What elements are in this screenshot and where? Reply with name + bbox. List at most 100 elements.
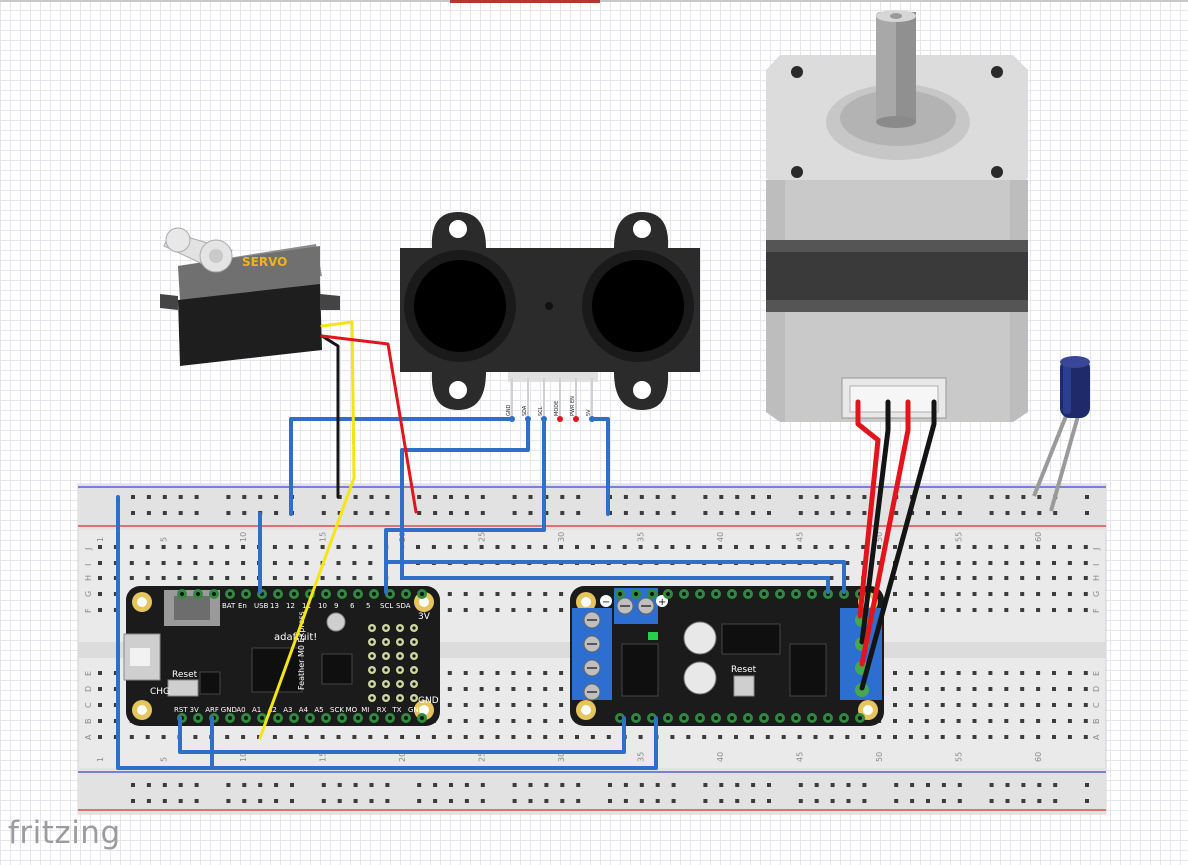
breadboard-hole[interactable]	[988, 719, 993, 723]
breadboard-hole[interactable]	[1020, 561, 1025, 565]
rail-hole[interactable]	[1037, 783, 1042, 787]
rail-hole[interactable]	[353, 783, 358, 787]
rail-hole[interactable]	[655, 783, 660, 787]
rail-hole[interactable]	[735, 783, 740, 787]
rail-hole[interactable]	[242, 799, 247, 803]
rail-hole[interactable]	[178, 799, 183, 803]
breadboard-hole[interactable]	[145, 545, 150, 549]
breadboard-hole[interactable]	[463, 545, 468, 549]
rail-hole[interactable]	[1005, 511, 1010, 515]
breadboard-hole[interactable]	[495, 703, 500, 707]
rail-hole[interactable]	[751, 511, 756, 515]
breadboard-hole[interactable]	[972, 671, 977, 675]
rail-hole[interactable]	[1037, 511, 1042, 515]
breadboard-hole[interactable]	[431, 735, 436, 739]
rail-hole[interactable]	[162, 511, 167, 515]
breadboard-hole[interactable]	[845, 735, 850, 739]
rail-hole[interactable]	[528, 511, 533, 515]
rail-hole[interactable]	[957, 783, 962, 787]
lidar-pin-end[interactable]	[557, 416, 563, 422]
breadboard-hole[interactable]	[288, 735, 293, 739]
breadboard-hole[interactable]	[924, 608, 929, 612]
breadboard-hole[interactable]	[670, 735, 675, 739]
rail-hole[interactable]	[162, 495, 167, 499]
breadboard-hole[interactable]	[734, 545, 738, 549]
breadboard-hole[interactable]	[893, 576, 897, 580]
breadboard-hole[interactable]	[1052, 719, 1056, 723]
breadboard-hole[interactable]	[479, 719, 484, 723]
breadboard-hole[interactable]	[527, 719, 532, 723]
breadboard-hole[interactable]	[956, 608, 961, 612]
breadboard-hole[interactable]	[447, 687, 452, 691]
rail-hole[interactable]	[369, 495, 374, 499]
rail-hole[interactable]	[321, 511, 326, 515]
breadboard-hole[interactable]	[765, 545, 770, 549]
breadboard-hole[interactable]	[161, 735, 166, 739]
breadboard-hole[interactable]	[908, 561, 913, 565]
breadboard-hole[interactable]	[113, 561, 118, 565]
breadboard-hole[interactable]	[1020, 545, 1025, 549]
rail-hole[interactable]	[751, 783, 756, 787]
rail-hole[interactable]	[146, 799, 151, 803]
rail-hole[interactable]	[369, 799, 374, 803]
breadboard-hole[interactable]	[924, 735, 929, 739]
rail-hole[interactable]	[957, 495, 962, 499]
breadboard-hole[interactable]	[940, 719, 945, 723]
rail-hole[interactable]	[846, 799, 851, 803]
breadboard-hole[interactable]	[781, 735, 786, 739]
breadboard-hole[interactable]	[241, 561, 246, 565]
breadboard-hole[interactable]	[543, 592, 548, 596]
breadboard-hole[interactable]	[463, 592, 468, 596]
rail-hole[interactable]	[926, 511, 930, 515]
wire-blue-lidar-sda[interactable]	[400, 417, 830, 594]
breadboard-hole[interactable]	[940, 671, 945, 675]
breadboard-hole[interactable]	[988, 561, 993, 565]
wire-red-stepper-2[interactable]	[859, 399, 911, 667]
rail-hole[interactable]	[131, 495, 135, 499]
rail-hole[interactable]	[910, 799, 915, 803]
breadboard-hole[interactable]	[495, 687, 500, 691]
rail-hole[interactable]	[751, 799, 756, 803]
breadboard-hole[interactable]	[893, 592, 897, 596]
breadboard-hole[interactable]	[908, 687, 913, 691]
rail-hole[interactable]	[1021, 511, 1026, 515]
breadboard-hole[interactable]	[956, 592, 961, 596]
breadboard-hole[interactable]	[734, 735, 738, 739]
rail-hole[interactable]	[258, 799, 263, 803]
breadboard-hole[interactable]	[1083, 561, 1088, 565]
breadboard-hole[interactable]	[861, 735, 866, 739]
breadboard-hole[interactable]	[638, 545, 643, 549]
rail-hole[interactable]	[385, 495, 390, 499]
breadboard-hole[interactable]	[98, 687, 102, 691]
rail-hole[interactable]	[814, 783, 819, 787]
breadboard-hole[interactable]	[161, 545, 166, 549]
breadboard-hole[interactable]	[98, 735, 102, 739]
breadboard-hole[interactable]	[893, 703, 897, 707]
breadboard-hole[interactable]	[527, 608, 532, 612]
breadboard-hole[interactable]	[431, 545, 436, 549]
breadboard-hole[interactable]	[1083, 545, 1088, 549]
breadboard-hole[interactable]	[209, 545, 214, 549]
breadboard-hole[interactable]	[416, 735, 420, 739]
breadboard-hole[interactable]	[384, 735, 389, 739]
breadboard-hole[interactable]	[559, 735, 564, 739]
breadboard-hole[interactable]	[829, 545, 834, 549]
breadboard-hole[interactable]	[511, 545, 516, 549]
rail-hole[interactable]	[258, 495, 263, 499]
breadboard-hole[interactable]	[193, 576, 198, 580]
breadboard-hole[interactable]	[241, 545, 246, 549]
breadboard-hole[interactable]	[463, 687, 468, 691]
rail-hole[interactable]	[735, 495, 740, 499]
rail-hole[interactable]	[719, 495, 724, 499]
rail-hole[interactable]	[544, 511, 549, 515]
breadboard-hole[interactable]	[908, 545, 913, 549]
rail-hole[interactable]	[894, 511, 899, 515]
breadboard-hole[interactable]	[495, 719, 500, 723]
rail-hole[interactable]	[417, 495, 422, 499]
rail-hole[interactable]	[671, 495, 676, 499]
rail-hole[interactable]	[862, 511, 867, 515]
rail-hole[interactable]	[719, 783, 724, 787]
breadboard-hole[interactable]	[479, 545, 484, 549]
rail-hole[interactable]	[321, 495, 326, 499]
breadboard-hole[interactable]	[1067, 561, 1072, 565]
